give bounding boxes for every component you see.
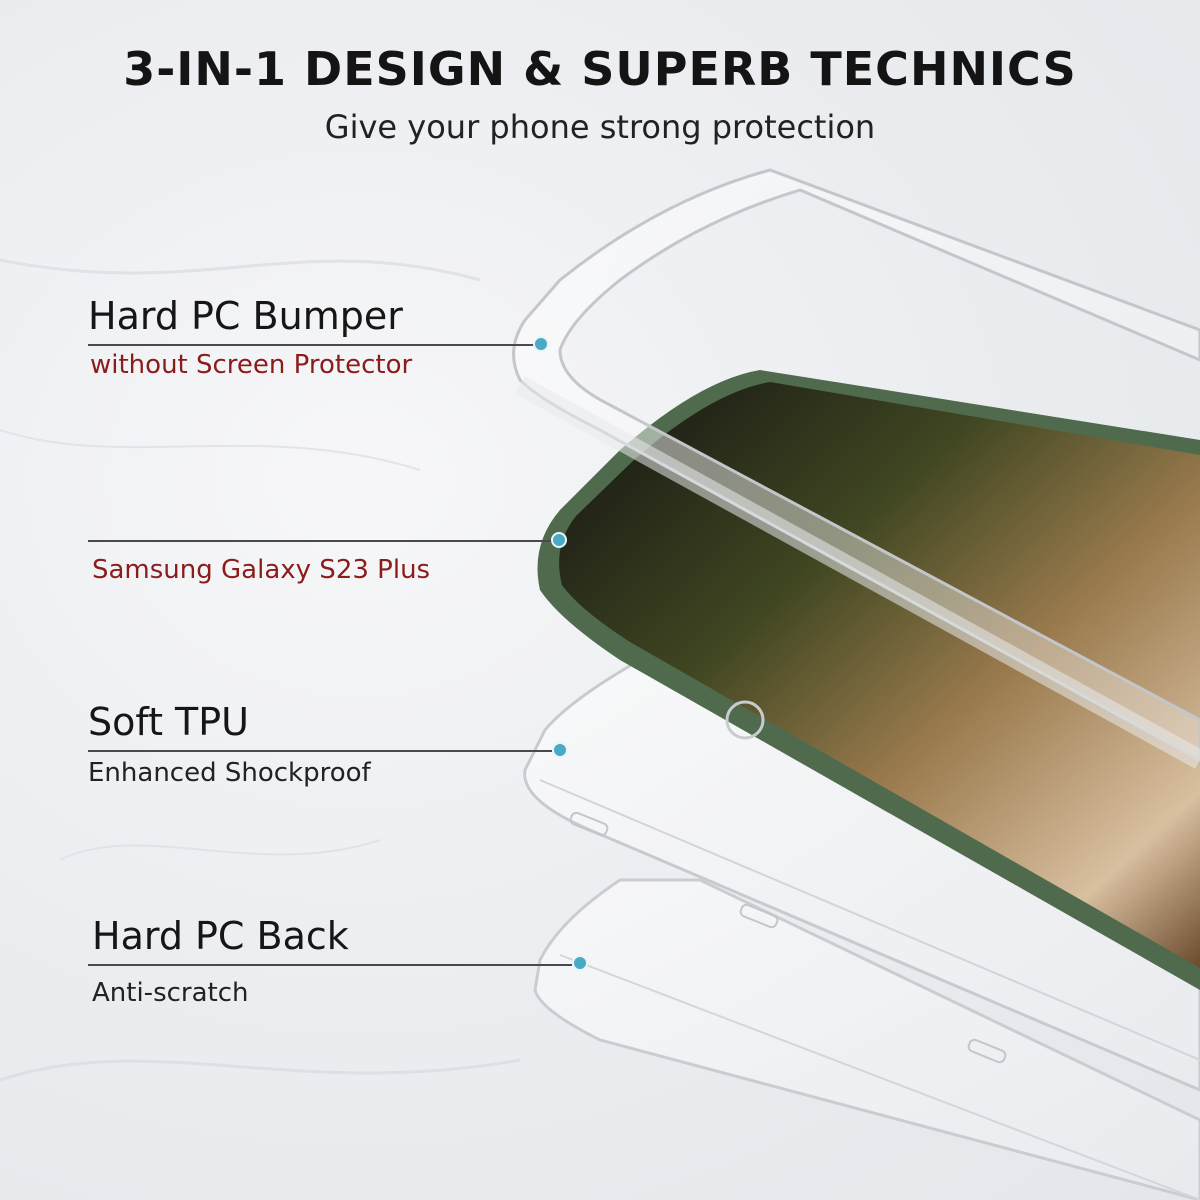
phone-model-label: Samsung Galaxy S23 Plus (92, 555, 431, 585)
hard-pc-bumper-dot (533, 336, 549, 352)
soft-tpu-shell (523, 658, 1200, 1092)
hard-pc-bumper-title: Hard PC Bumper (88, 294, 403, 338)
hard-pc-bumper-subtitle: without Screen Protector (90, 350, 413, 380)
hard-pc-back-shell (533, 878, 1200, 1200)
hard-pc-back-dot (572, 955, 588, 971)
soft-tpu-subtitle: Enhanced Shockproof (88, 758, 371, 788)
hard-pc-bumper-leader (88, 344, 540, 346)
page-subtitle: Give your phone strong protection (324, 108, 876, 146)
page-title: 3-IN-1 DESIGN & SUPERB TECHNICS (123, 42, 1077, 96)
soft-tpu-dot (552, 742, 568, 758)
hard-pc-back-title: Hard PC Back (92, 914, 349, 958)
galaxy-s23-plus-phone (537, 370, 1200, 990)
soft-tpu-title: Soft TPU (88, 700, 249, 744)
phone-leader (88, 540, 552, 542)
hard-pc-back-leader (88, 964, 572, 966)
hard-pc-back-subtitle: Anti-scratch (92, 978, 249, 1008)
hard-pc-bumper-frame (512, 168, 1200, 769)
phone-dot (551, 532, 567, 548)
soft-tpu-leader (88, 750, 552, 752)
